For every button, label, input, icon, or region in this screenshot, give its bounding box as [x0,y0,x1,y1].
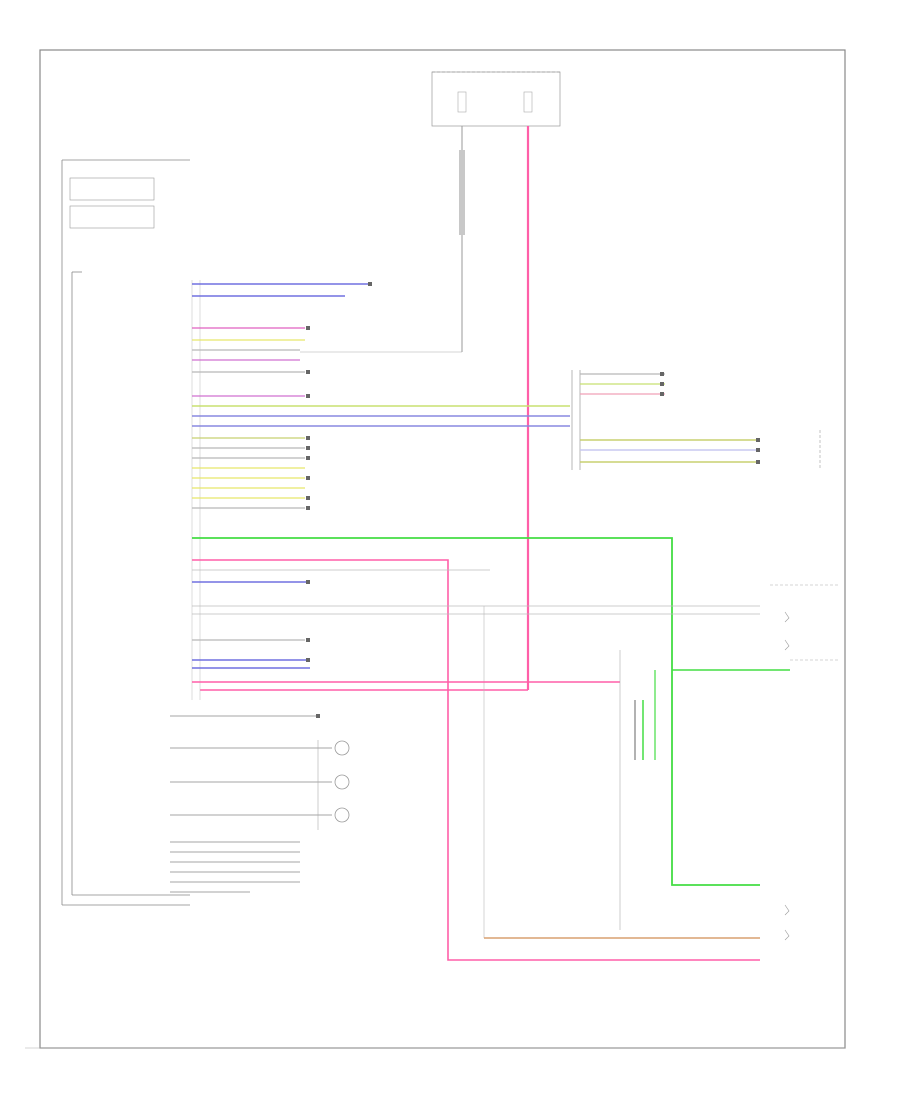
pin-group-a [192,327,305,373]
module-box-1 [69,177,155,201]
pin-group-c [170,715,350,893]
right-module-b [619,584,840,930]
right-module-a [571,370,821,470]
diagram-frame [39,49,846,1049]
left-module [61,159,190,906]
module-box-2 [69,205,155,229]
pin-group-b [192,395,570,509]
fuse-box [431,71,561,127]
